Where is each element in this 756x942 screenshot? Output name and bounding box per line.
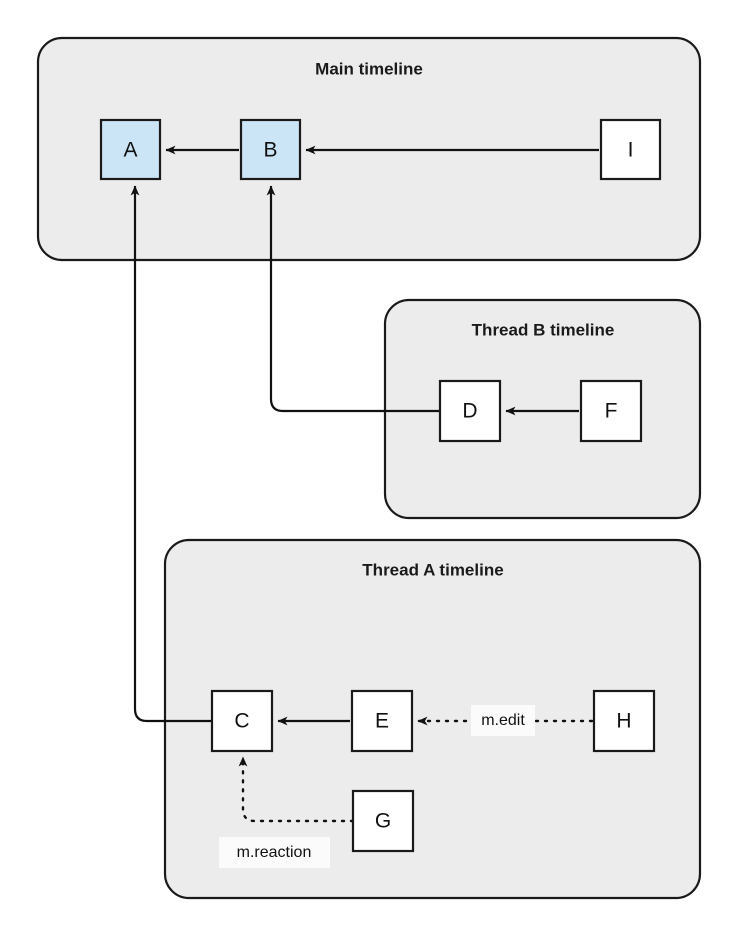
node-rect — [592, 689, 656, 753]
group-container-rect — [383, 298, 702, 520]
edges-layer — [130, 145, 599, 823]
node-rect — [351, 789, 415, 853]
group-container-rect — [163, 538, 702, 900]
node-label-B: B — [263, 139, 277, 162]
edge-label-m-edit: m.edit — [471, 705, 535, 736]
node-rect — [438, 379, 502, 443]
edge-label-text: m.reaction — [237, 844, 312, 861]
node-label-F: F — [605, 400, 618, 423]
edge-label-background — [219, 837, 330, 868]
node-label-C: C — [234, 710, 249, 733]
group-title-thread-b-timeline: Thread B timeline — [472, 320, 615, 339]
node-B[interactable]: B — [239, 118, 302, 181]
edge-label-text: m.edit — [481, 712, 525, 729]
group-title-main-timeline: Main timeline — [315, 59, 423, 78]
node-label-D: D — [462, 400, 477, 423]
node-label-G: G — [375, 810, 391, 833]
node-rect — [239, 118, 302, 181]
node-label-H: H — [616, 710, 631, 733]
node-F[interactable]: F — [579, 379, 643, 443]
edge-G-to-C[interactable] — [238, 755, 355, 823]
node-label-E: E — [375, 710, 389, 733]
node-A[interactable]: A — [99, 118, 162, 181]
node-D[interactable]: D — [438, 379, 502, 443]
node-rect — [579, 379, 643, 443]
edge-label-background — [471, 705, 535, 736]
edge-label-m-reaction: m.reaction — [219, 837, 330, 868]
node-C[interactable]: C — [210, 689, 274, 753]
node-rect — [599, 118, 662, 181]
group-thread-a-timeline[interactable]: Thread A timeline — [163, 538, 702, 900]
node-label-A: A — [123, 139, 137, 162]
node-G[interactable]: G — [351, 789, 415, 853]
node-label-I: I — [628, 139, 634, 162]
node-rect — [210, 689, 274, 753]
group-title-thread-a-timeline: Thread A timeline — [362, 560, 503, 579]
edge-C-to-A[interactable] — [130, 185, 212, 723]
node-H[interactable]: H — [592, 689, 656, 753]
node-E[interactable]: E — [350, 689, 414, 753]
edge-D-to-B[interactable] — [266, 185, 440, 413]
node-rect — [350, 689, 414, 753]
node-rect — [99, 118, 162, 181]
group-thread-b-timeline[interactable]: Thread B timeline — [383, 298, 702, 520]
node-I[interactable]: I — [599, 118, 662, 181]
